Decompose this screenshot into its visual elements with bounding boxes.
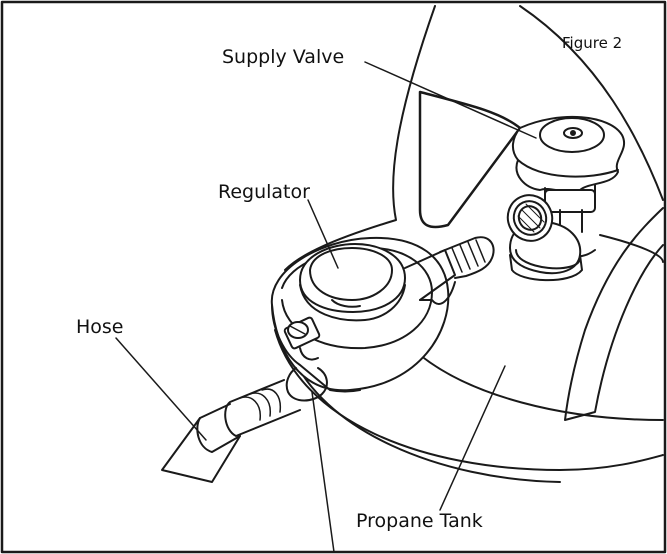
hose-label: Hose <box>76 316 124 338</box>
propane-tank-label: Propane Tank <box>356 510 483 532</box>
tank-dome <box>274 234 664 483</box>
regulator <box>270 236 495 393</box>
regulator-label: Regulator <box>218 181 310 203</box>
regulator-leader <box>307 199 339 269</box>
propane-tank-leader <box>439 365 506 511</box>
supply-valve-leader <box>364 61 537 139</box>
supply-valve <box>506 115 625 282</box>
supply-valve-label: Supply Valve <box>222 46 345 68</box>
hose-fitting <box>161 367 328 483</box>
leader-lines <box>115 61 537 553</box>
hose-leader <box>115 337 207 441</box>
bottom-leader <box>311 391 335 553</box>
figure-label: Figure 2 <box>562 34 623 52</box>
